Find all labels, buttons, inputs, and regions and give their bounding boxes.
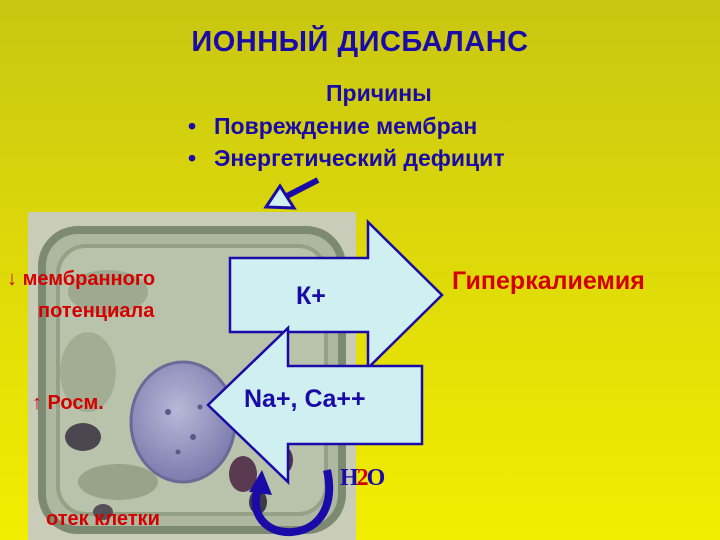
membrane-line1: мембранного bbox=[22, 268, 156, 290]
osmotic-pressure-label: ↑ Росм. bbox=[32, 392, 104, 414]
cell-edema-label: отек клетки bbox=[46, 508, 160, 530]
potassium-efflux-arrow bbox=[228, 219, 444, 371]
membrane-potential-label: ↓ мембранного bbox=[7, 268, 155, 291]
pointer-arrow bbox=[263, 177, 320, 210]
water-label: Н2О bbox=[340, 465, 386, 491]
causes-list: Повреждение мембран Энергетический дефиц… bbox=[188, 110, 505, 174]
down-arrow-icon: ↓ bbox=[7, 268, 17, 290]
sodium-calcium-label: Na+, Ca++ bbox=[244, 385, 366, 413]
cause-item: Повреждение мембран bbox=[188, 110, 505, 142]
water-subscript: 2 bbox=[356, 465, 369, 491]
cause-item: Энергетический дефицит bbox=[188, 142, 505, 174]
sodium-calcium-influx-arrow bbox=[206, 325, 424, 485]
hyperkalemia-label: Гиперкалиемия bbox=[452, 267, 645, 295]
water-influx-arrow bbox=[251, 469, 334, 537]
causes-heading: Причины bbox=[326, 80, 432, 106]
slide-title: ИОННЫЙ ДИСБАЛАНС bbox=[191, 26, 529, 58]
membrane-line2: потенциала bbox=[38, 300, 155, 322]
potassium-label: К+ bbox=[296, 282, 326, 310]
